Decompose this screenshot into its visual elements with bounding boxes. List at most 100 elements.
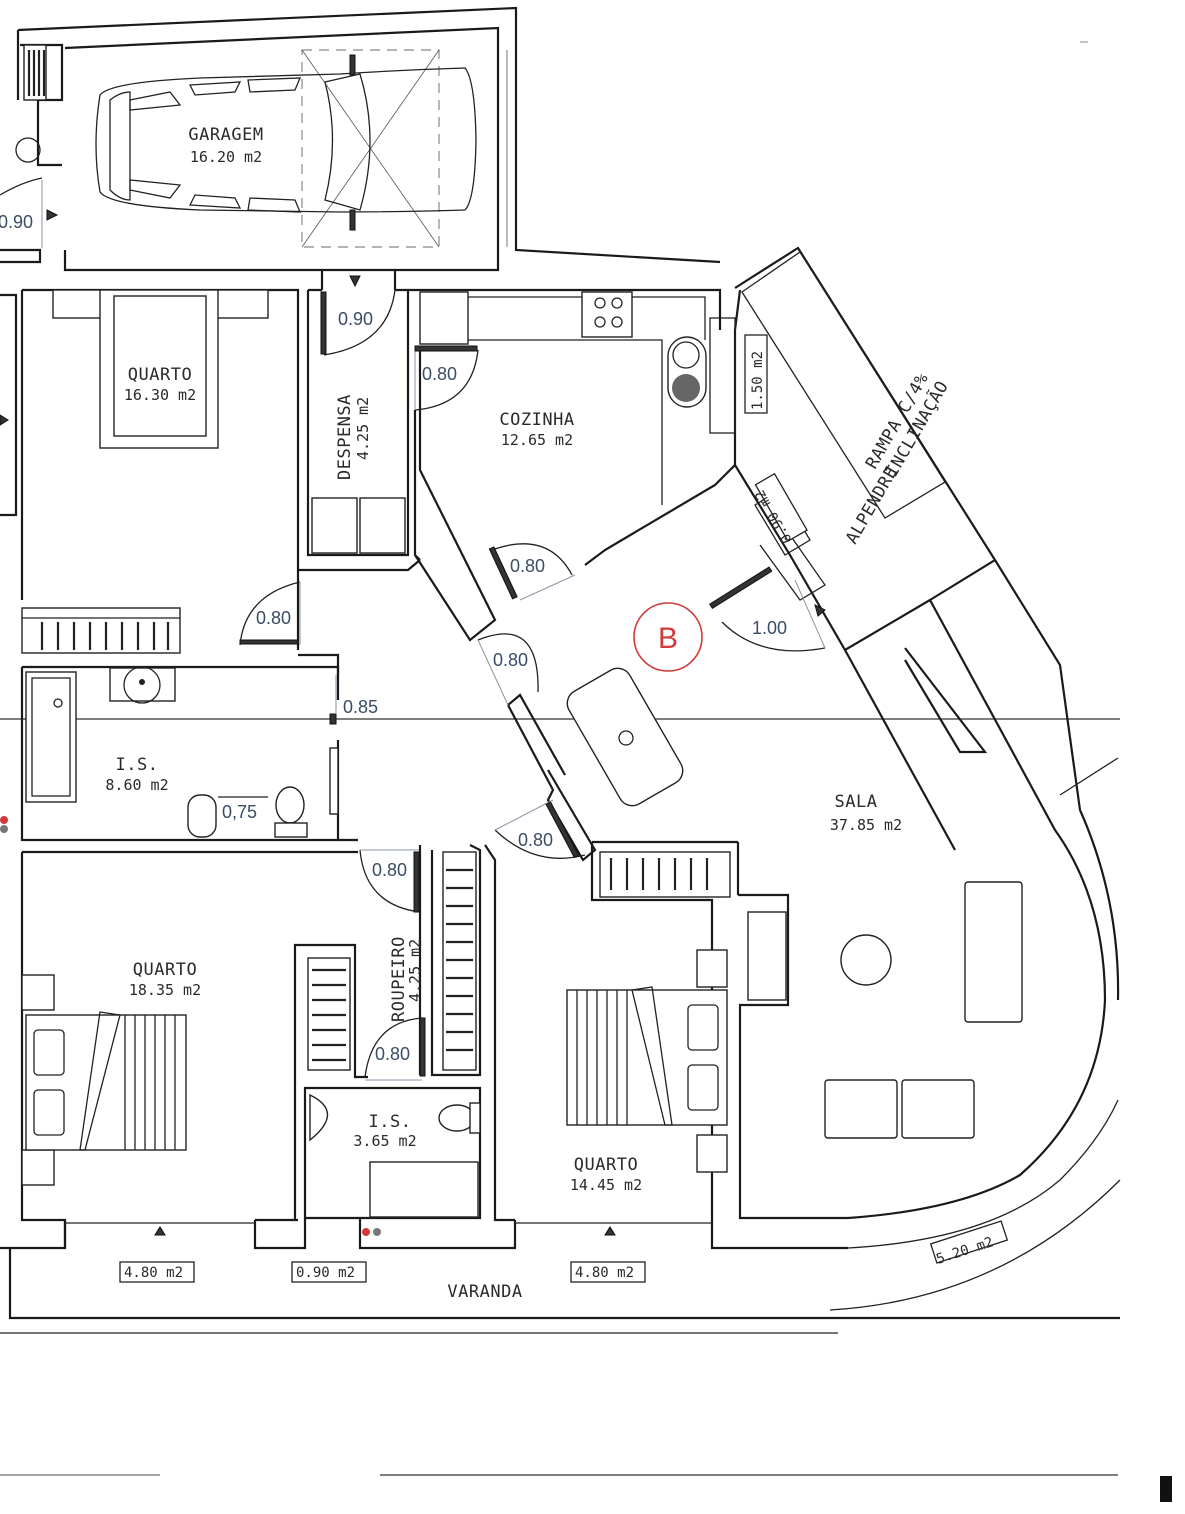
door-cozinha-top[interactable]: 0.80 [414,345,479,411]
door-width-label: 1.00 [752,618,787,638]
room-area-quarto-1: 16.30 m2 [124,386,196,404]
fireplace-icon [747,911,787,1001]
room-name-quarto-2: QUARTO [133,960,197,980]
door-hall-quarto1[interactable]: 0.80 [239,581,301,646]
wardrobe [599,851,731,898]
window-is2: 0.90 m2 [291,1261,367,1283]
door-width-label: 0.80 [518,830,553,850]
appliance [311,497,358,554]
appliance [359,497,406,554]
nightstand [21,1149,55,1186]
bidet-icon [187,794,217,838]
window-area-label: 1.50 m2 [750,351,766,410]
door-quarto2[interactable]: 0.80 [359,849,421,913]
room-name-quarto-3: QUARTO [574,1155,638,1175]
bed-icon [25,1014,187,1151]
cozinha: COZINHA 12.65 m2 [408,288,742,642]
quarto-2: QUARTO 18.35 m2 [20,850,368,1248]
arrow-icon [154,1226,166,1236]
shower-tray-icon [369,1161,479,1218]
door-is2[interactable]: 0.80 [364,1017,426,1081]
toilet-icon [275,786,305,824]
door-width-label: 0.90 [338,309,373,329]
window-area-label: 4.80 m2 [124,1265,183,1281]
varanda: VARANDA [0,1218,1120,1334]
stove-burners [594,297,623,328]
door-width-label: 0.80 [375,1044,410,1064]
door-garage-left[interactable]: 0.90 [0,177,59,248]
door-garage-hall[interactable]: 0.90 [320,270,397,356]
door-width-label: 0.80 [510,556,545,576]
window-area-label: 4.80 m2 [575,1265,634,1281]
window-cozinha: 1.50 m2 [744,334,768,414]
room-name-sala: SALA [835,792,878,812]
door-is1-inner: 0,75 [218,796,268,822]
round-table-icon [840,934,892,986]
room-area-quarto-2: 18.35 m2 [129,981,201,999]
room-name-is-1: I.S. [116,755,159,775]
room-area-despensa: 4.25 m2 [354,397,372,460]
door-width-label: 0.80 [256,608,291,628]
room-area-garagem: 16.20 m2 [190,148,262,166]
door-width-label: 0,75 [222,802,257,822]
wardrobe [21,607,181,654]
bed-stripes [576,990,628,1125]
garage-door-outline [301,49,440,248]
room-name-is-2: I.S. [369,1112,412,1132]
bed-stripes [124,1015,176,1150]
quarto-3: QUARTO 14.45 m2 [484,840,740,1222]
window-alpendre: 0.90 m2 [752,472,808,546]
wardrobe-hangers [446,868,473,1052]
door-quarto3[interactable]: 0.80 [494,799,586,859]
alpendre: ALPENDRE RAMPA C/4% INCLINAÇÃO [734,246,997,652]
room-area-sala: 37.85 m2 [830,816,902,834]
radiator-hatch [27,50,46,96]
room-name-garagem: GARAGEM [188,125,263,145]
is-2: I.S. 3.65 m2 [303,1086,482,1236]
room-name-quarto-1: QUARTO [128,365,192,385]
section-marker-label: B [658,622,678,655]
fridge [419,291,469,345]
room-area-cozinha: 12.65 m2 [501,431,573,449]
room-name-despensa: DESPENSA [335,394,355,480]
section-marker-b: B [633,602,703,672]
door-width-label: 0.80 [372,860,407,880]
room-area-is-1: 8.60 m2 [105,776,168,794]
room-name-varanda: VARANDA [447,1282,522,1302]
arrow-icon [814,604,826,617]
wardrobe-hangers [312,968,346,1062]
sofa-icon [964,881,1023,1023]
room-name-cozinha: COZINHA [499,410,574,430]
door-is1[interactable]: 0.85 [329,675,378,815]
dining-table-icon [566,667,684,807]
wardrobe-hangers [609,858,709,890]
door-width-label: 0.80 [493,650,528,670]
quarto-1: QUARTO 16.30 m2 [0,288,300,654]
armchair-icon [901,1079,975,1139]
room-area-roupeiro: 4.25 m2 [406,939,424,1002]
window-quarto2: 4.80 m2 [65,1222,255,1283]
wardrobe-hangers [40,622,170,650]
nightstand [696,1134,728,1173]
arrow-icon [0,414,9,426]
window-quarto3: 4.80 m2 [515,1222,712,1283]
door-width-label: 0.85 [343,697,378,717]
nightstand [21,974,55,1011]
red-dot-icon [0,816,8,833]
door-cozinha-bottom[interactable]: 0.80 [488,543,576,601]
boiler-icon [15,137,41,163]
red-dot-icon [362,1228,381,1236]
arrow-icon [349,275,361,288]
door-entrance[interactable]: 1.00 [709,566,826,652]
car-icon [95,54,477,231]
door-hall-diag[interactable]: 0.80 [477,633,539,706]
bed-icon [566,989,728,1126]
door-width-label: 0.90 [0,212,33,232]
arrow-icon [604,1226,616,1236]
room-area-is-2: 3.65 m2 [353,1132,416,1150]
is-1: I.S. 8.60 m2 [20,665,340,842]
armchair-icon [824,1079,898,1139]
window-area-label: 0.90 m2 [296,1265,355,1281]
stove-icon [581,291,633,338]
